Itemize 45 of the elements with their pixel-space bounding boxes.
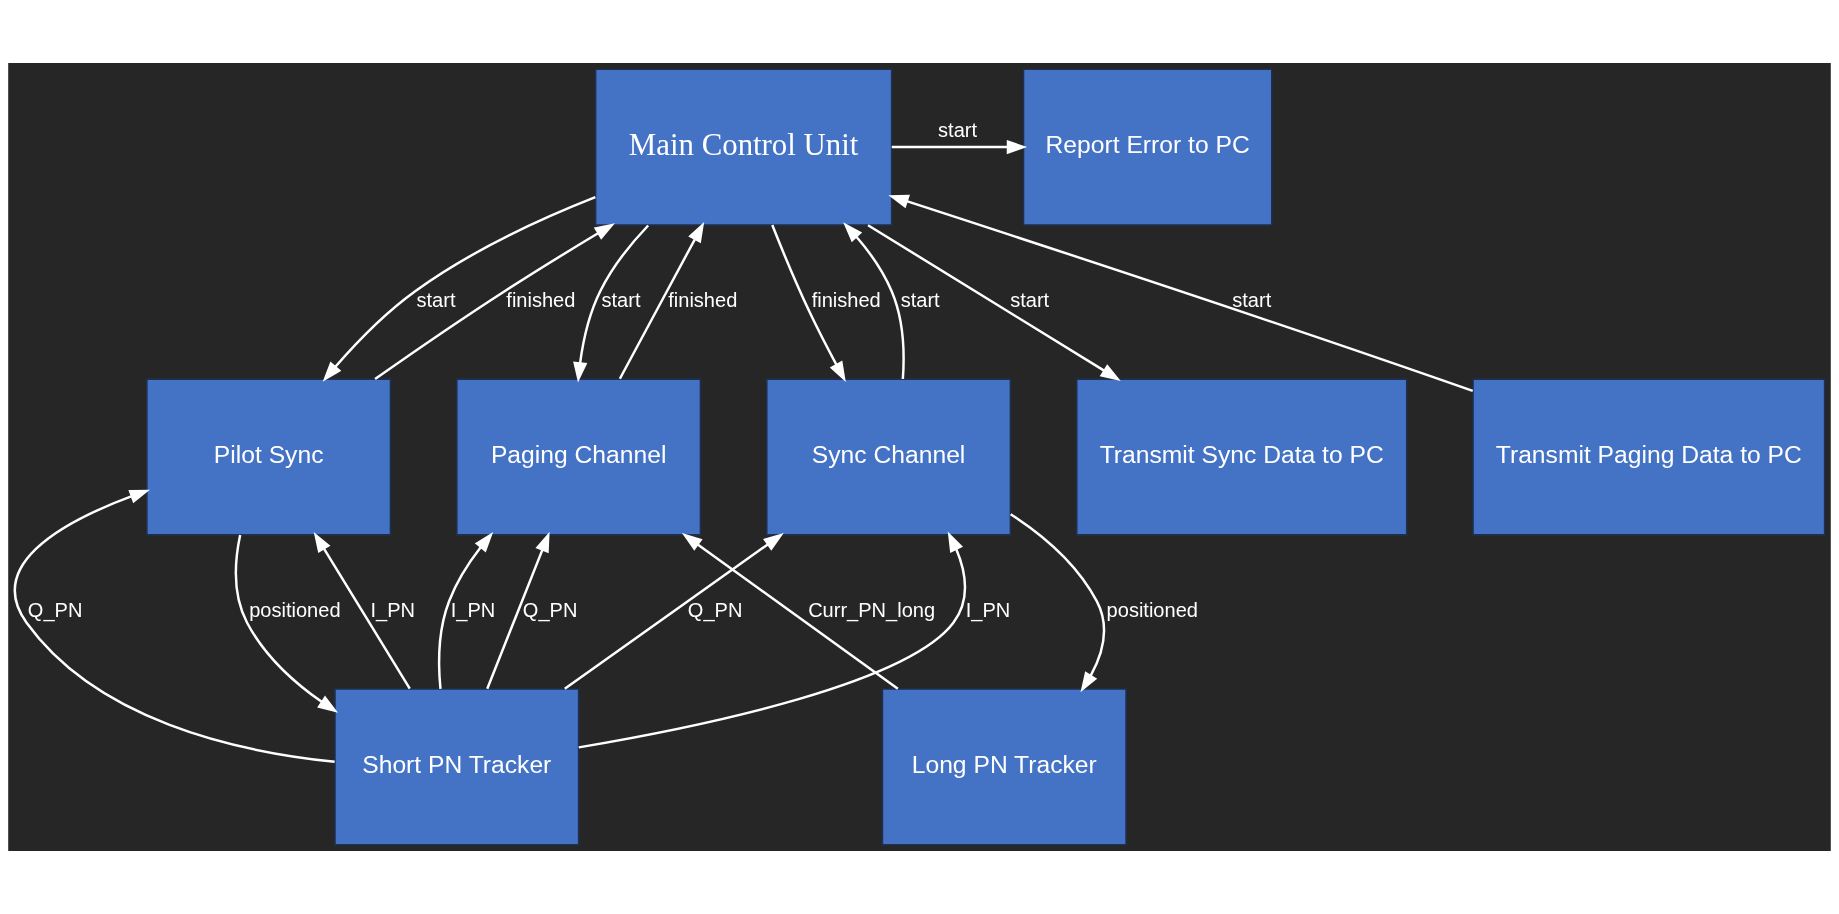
arrow	[771, 224, 846, 382]
edge-label: start	[1232, 289, 1272, 312]
edge-label: finished	[811, 289, 881, 312]
node-box: Paging Channel	[456, 378, 702, 536]
edge-label: start	[601, 289, 641, 312]
edge-label: Curr_PN_long	[808, 599, 936, 622]
edge-label: Q_PN	[687, 599, 743, 622]
node-box: Long PN Tracker	[881, 688, 1127, 846]
arrow	[867, 224, 1121, 381]
edge-label: start	[938, 118, 978, 141]
edge-label: start	[416, 289, 456, 312]
edge-label: start	[900, 289, 940, 312]
node-box: Short PN Tracker	[334, 688, 580, 846]
arrow	[578, 531, 967, 749]
arrow	[681, 533, 899, 690]
edge-label: Q_PN	[522, 599, 578, 622]
edge-label: start	[1010, 289, 1050, 312]
edge-label: I_PN	[450, 599, 496, 622]
edge-label: finished	[668, 289, 738, 312]
arrow	[564, 533, 784, 690]
edge-label: positioned	[249, 599, 341, 622]
node-box: Transmit Paging Data to PC	[1472, 378, 1826, 536]
arrow	[322, 196, 596, 382]
arrow	[891, 139, 1028, 155]
arrow	[14, 489, 335, 763]
arrow	[313, 532, 411, 690]
arrow	[486, 531, 550, 690]
edge-label: Q_PN	[27, 599, 83, 622]
edge-label: I_PN	[370, 599, 416, 622]
node-box: Sync Channel	[766, 378, 1012, 536]
edge-label: finished	[506, 289, 576, 312]
arrow	[1009, 513, 1106, 693]
arrow	[437, 532, 494, 690]
arrow	[888, 194, 1474, 393]
arrow	[234, 534, 339, 713]
node-box: Main Control Unit	[594, 68, 893, 226]
arrow	[573, 224, 650, 383]
arrow	[843, 222, 905, 380]
edge-label: positioned	[1106, 599, 1198, 622]
node-box: Pilot Sync	[146, 378, 392, 536]
node-box: Report Error to PC	[1022, 68, 1273, 226]
node-box: Transmit Sync Data to PC	[1075, 378, 1408, 536]
arrow	[618, 221, 705, 380]
arrow	[374, 223, 615, 381]
edge-label: I_PN	[965, 599, 1011, 622]
